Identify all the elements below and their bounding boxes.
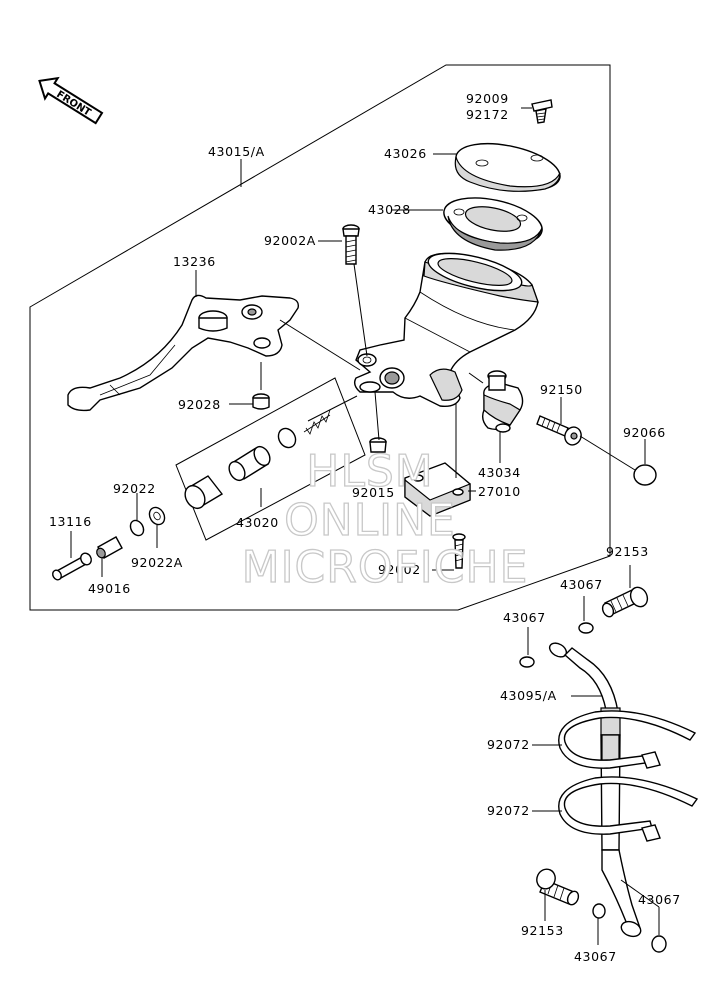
washer-43067-a: [578, 622, 594, 634]
leader-lines: [70, 107, 660, 945]
boot-49016: [96, 536, 123, 559]
hose-clamp-92072-upper: [558, 710, 697, 769]
label-43015A: 43015/A: [208, 144, 265, 159]
label-92072-lower: 92072: [487, 803, 530, 818]
label-43026: 43026: [384, 146, 427, 161]
pushrod-13116: [52, 552, 92, 581]
label-92153-upper: 92153: [606, 544, 649, 559]
label-43067-c: 43067: [638, 892, 681, 907]
screw-92009: [531, 99, 553, 124]
screw-92002: [452, 533, 466, 569]
washer-43067-b: [519, 656, 535, 668]
label-92015: 92015: [352, 485, 395, 500]
switch-27010: [404, 462, 471, 517]
watermark-line-1: HLSM: [306, 446, 434, 497]
diaphragm-43028: [443, 197, 543, 251]
bolt-92002A: [342, 224, 360, 265]
label-92153-lower: 92153: [521, 923, 564, 938]
label-92066: 92066: [623, 425, 666, 440]
label-92028: 92028: [178, 397, 221, 412]
label-49016: 49016: [88, 581, 131, 596]
label-43095A: 43095/A: [500, 688, 557, 703]
hose-clamp-92072-lower: [558, 776, 699, 842]
label-92009: 92009: [466, 91, 509, 106]
label-92002: 92002: [378, 562, 421, 577]
assembly-boundary: [29, 64, 611, 611]
brake-lever-13236: [67, 294, 300, 412]
label-43067-b: 43067: [503, 610, 546, 625]
watermark-line-3: MICROFICHE: [242, 542, 529, 593]
part-labels: 92009 92172 43015/A 43026 43028 92002A 1…: [49, 91, 681, 964]
label-43034: 43034: [478, 465, 521, 480]
reservoir-cap-43026: [454, 142, 561, 192]
label-43028: 43028: [368, 202, 411, 217]
washer-43067-c: [592, 903, 606, 919]
label-92002A: 92002A: [264, 233, 316, 248]
bolt-92150: [536, 415, 582, 446]
label-43067-a: 43067: [560, 577, 603, 592]
watermark-line-2: ONLINE: [284, 495, 456, 546]
label-13116: 13116: [49, 514, 92, 529]
piston-kit-43020: [175, 377, 366, 541]
nut-92015: [369, 437, 387, 453]
label-92172: 92172: [466, 107, 509, 122]
label-43067-d: 43067: [574, 949, 617, 964]
cap-92066: [633, 464, 657, 486]
banjo-bolt-92153-lower: [536, 868, 580, 906]
master-cylinder-body: [353, 252, 539, 408]
label-13236: 13236: [173, 254, 216, 269]
pivot-92028: [252, 393, 270, 410]
watermark: HLSM ONLINE MICROFICHE: [241, 445, 529, 593]
label-92022A: 92022A: [131, 555, 183, 570]
label-92022: 92022: [113, 481, 156, 496]
label-92150: 92150: [540, 382, 583, 397]
banjo-bolt-92153-upper: [601, 586, 649, 618]
label-43020: 43020: [236, 515, 279, 530]
washer-92022A: [148, 506, 166, 526]
circlip-92022: [129, 519, 145, 537]
front-arrow-icon: FRONT: [38, 76, 104, 125]
label-27010: 27010: [478, 484, 521, 499]
label-92072-upper: 92072: [487, 737, 530, 752]
clamp-43034: [481, 370, 524, 433]
washer-43067-d: [651, 935, 667, 953]
